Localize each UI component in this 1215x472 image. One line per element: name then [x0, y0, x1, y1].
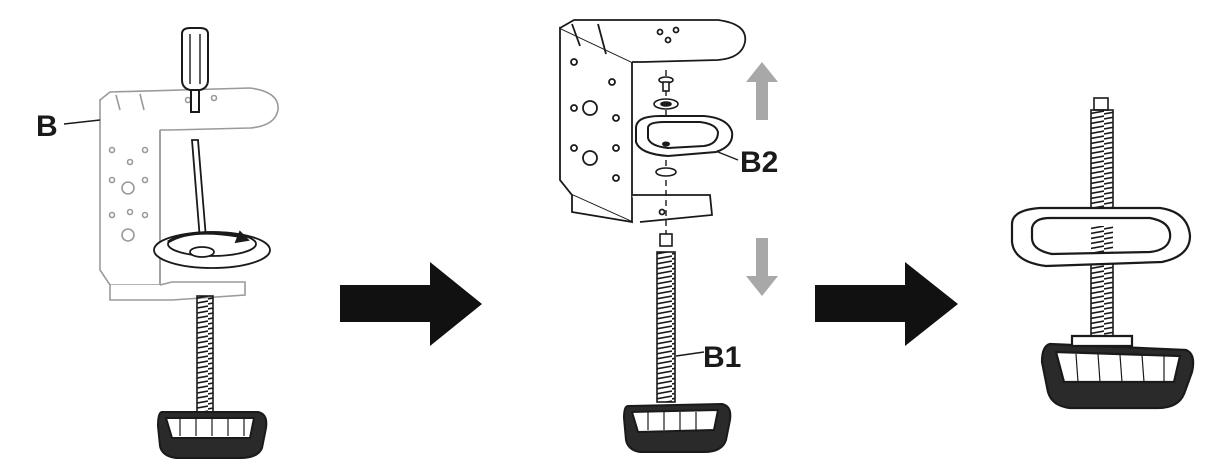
label-b1-leader: [675, 351, 705, 357]
spacer-washer: [655, 167, 677, 177]
b1-knob: [622, 402, 732, 453]
hex-key: [191, 139, 207, 242]
threaded-rod: [196, 295, 214, 415]
clamp-knob: [156, 411, 268, 459]
clamp-knob: [1040, 334, 1195, 410]
rod-tip: [1093, 97, 1109, 111]
label-b: B: [36, 110, 58, 143]
arrow-down-icon: [746, 238, 778, 296]
arrow-right-icon: [340, 262, 482, 346]
threaded-rod-b1: [656, 233, 676, 403]
arrow-right-icon: [815, 262, 958, 346]
small-screw: [658, 76, 674, 92]
screwdriver-icon: [181, 27, 209, 113]
label-b-leader: [63, 119, 101, 125]
label-b2-leader: [717, 151, 739, 161]
arrow-up-icon: [746, 62, 778, 120]
label-b1: B1: [703, 341, 742, 374]
step-1-assembled-clamp: [63, 27, 279, 459]
oval-washer: [1010, 206, 1192, 268]
rotation-washer: [153, 230, 271, 269]
washer-stack: [653, 98, 679, 110]
step-3-reassembled-rod: [1010, 97, 1195, 410]
label-b2: B2: [740, 146, 779, 179]
oval-washer-b2: [635, 115, 734, 158]
clamp-bracket-faded: [99, 87, 279, 301]
clamp-bracket: [559, 19, 747, 224]
step-2-exploded-view: [559, 19, 778, 453]
